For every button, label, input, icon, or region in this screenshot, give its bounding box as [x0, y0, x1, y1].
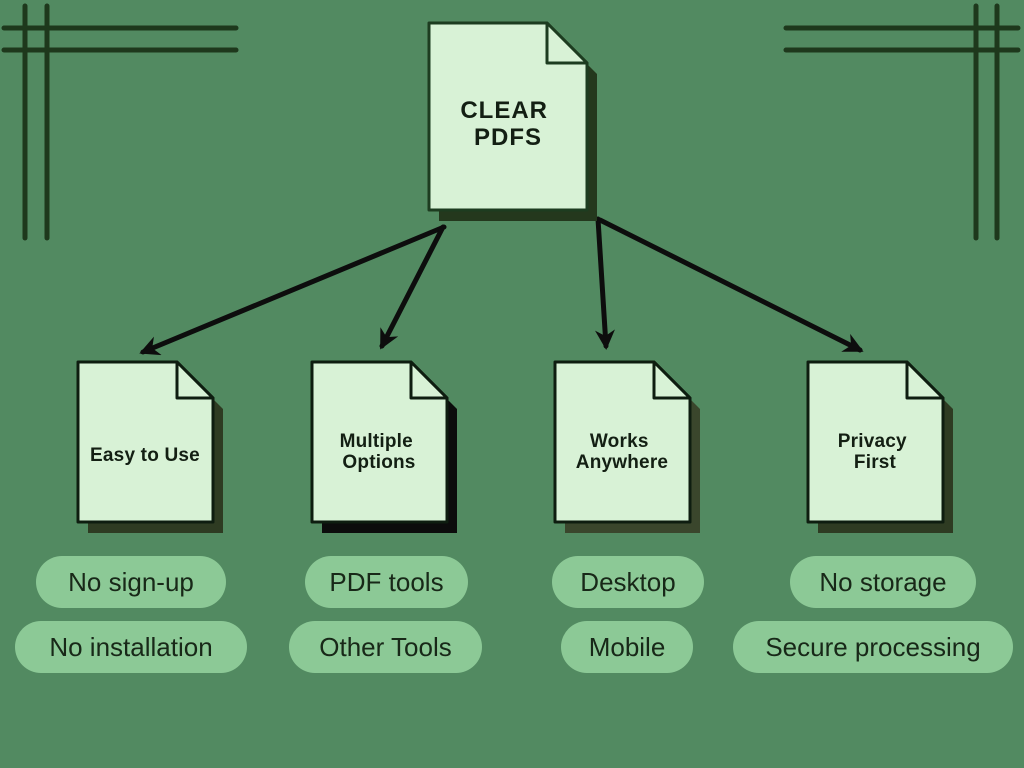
pill-desktop: Desktop	[552, 556, 704, 608]
document-page	[310, 360, 449, 524]
document-fold-corner	[652, 360, 692, 400]
feature-document-multiple-options: Multiple Options	[310, 360, 457, 533]
root-document: CLEAR PDFS	[427, 21, 597, 221]
feature-title: Multiple Options	[340, 431, 419, 473]
pill-pdf-tools: PDF tools	[305, 556, 468, 608]
document-page	[427, 21, 589, 212]
arrow-to-works-anywhere	[595, 216, 615, 350]
corner-decoration-top-left	[1, 3, 239, 241]
arrow-to-multiple-options	[379, 224, 446, 350]
document-page	[553, 360, 692, 524]
pill-no-sign-up: No sign-up	[36, 556, 226, 608]
feature-title: Privacy First	[838, 431, 913, 473]
document-fold-corner	[905, 360, 945, 400]
arrow-to-privacy-first	[597, 217, 864, 353]
pill-other-tools: Other Tools	[289, 621, 482, 673]
document-page	[76, 360, 215, 524]
pill-mobile: Mobile	[561, 621, 693, 673]
feature-document-works-anywhere: Works Anywhere	[553, 360, 700, 533]
pill-secure-processing: Secure processing	[733, 621, 1013, 673]
document-fold-corner	[545, 21, 589, 65]
document-fold-corner	[409, 360, 449, 400]
pill-no-storage: No storage	[790, 556, 976, 608]
document-page	[806, 360, 945, 524]
root-document-title: CLEAR PDFS	[460, 97, 555, 151]
feature-document-privacy-first: Privacy First	[806, 360, 953, 533]
feature-title: Works Anywhere	[576, 431, 668, 473]
corner-decoration-top-right	[783, 3, 1021, 241]
feature-document-easy-to-use: Easy to Use	[76, 360, 223, 533]
feature-title: Easy to Use	[90, 445, 200, 466]
document-fold-corner	[175, 360, 215, 400]
pill-no-installation: No installation	[15, 621, 247, 673]
arrow-to-easy-to-use	[139, 224, 447, 356]
